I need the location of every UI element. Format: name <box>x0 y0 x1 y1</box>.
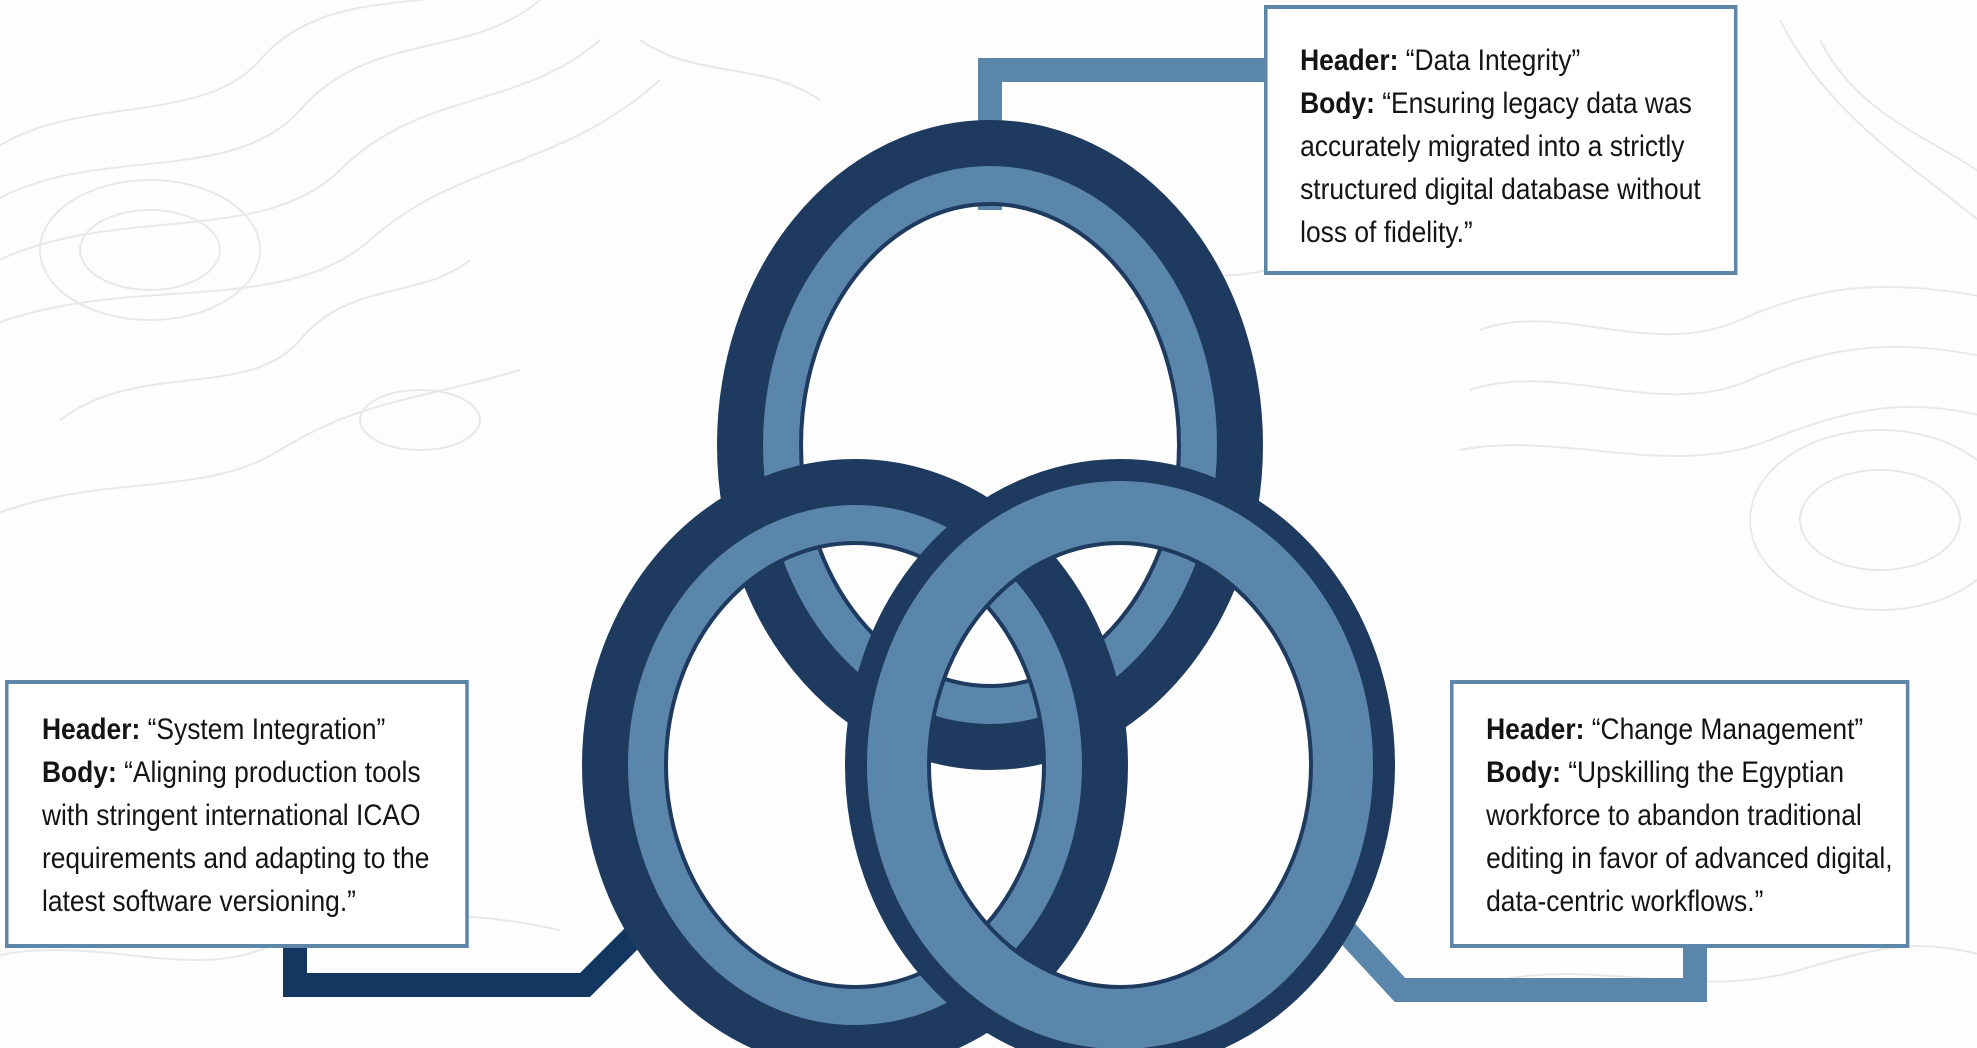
callout-header-line: Header: “System Integration” <box>42 708 465 751</box>
callout-system-integration: Header: “System Integration” Body: “Alig… <box>5 680 469 948</box>
callout-data-integrity: Header: “Data Integrity” Body: “Ensuring… <box>1264 5 1738 275</box>
callout-body-line: data-centric workflows.” <box>1486 885 1764 918</box>
header-value: “Change Management” <box>1591 713 1864 746</box>
body-key: Body: <box>41 756 117 789</box>
body-key: Body: <box>1486 756 1561 789</box>
left-connector <box>283 916 654 997</box>
body-text: “Aligning production tools <box>124 756 421 789</box>
callout-body-line: accurately migrated into a strictly <box>1300 130 1685 163</box>
callout-header-line: Header: “Data Integrity” <box>1300 39 1734 82</box>
callout-body-line: workforce to abandon traditional <box>1486 799 1862 832</box>
callout-header-line: Header: “Change Management” <box>1486 708 1906 751</box>
callout-change-management: Header: “Change Management” Body: “Upski… <box>1450 680 1910 948</box>
header-value: “System Integration” <box>147 713 386 746</box>
callout-body-line: editing in favor of advanced digital, <box>1486 842 1893 875</box>
callout-body-line: Body: “Upskilling the Egyptian <box>1486 751 1906 794</box>
header-key: Header: <box>1486 713 1585 746</box>
header-key: Header: <box>41 713 141 746</box>
callout-body-line: latest software versioning.” <box>41 885 356 918</box>
body-text: “Ensuring legacy data was <box>1382 87 1692 120</box>
right-connector <box>1331 916 1707 1002</box>
body-key: Body: <box>1300 87 1375 120</box>
callout-body-line: requirements and adapting to the <box>41 842 430 875</box>
ring-left <box>582 459 1128 1048</box>
callout-body-line: structured digital database without <box>1300 173 1701 206</box>
body-text: “Upskilling the Egyptian <box>1568 756 1845 789</box>
callout-body-line: with stringent international ICAO <box>41 799 421 832</box>
ring-top <box>717 120 1263 770</box>
header-value: “Data Integrity” <box>1405 44 1581 77</box>
header-key: Header: <box>1300 44 1399 77</box>
ring-right <box>845 459 1395 1048</box>
callout-body-line: loss of fidelity.” <box>1300 216 1473 249</box>
callout-body-line: Body: “Aligning production tools <box>42 751 465 794</box>
callout-body-line: Body: “Ensuring legacy data was <box>1300 82 1734 125</box>
